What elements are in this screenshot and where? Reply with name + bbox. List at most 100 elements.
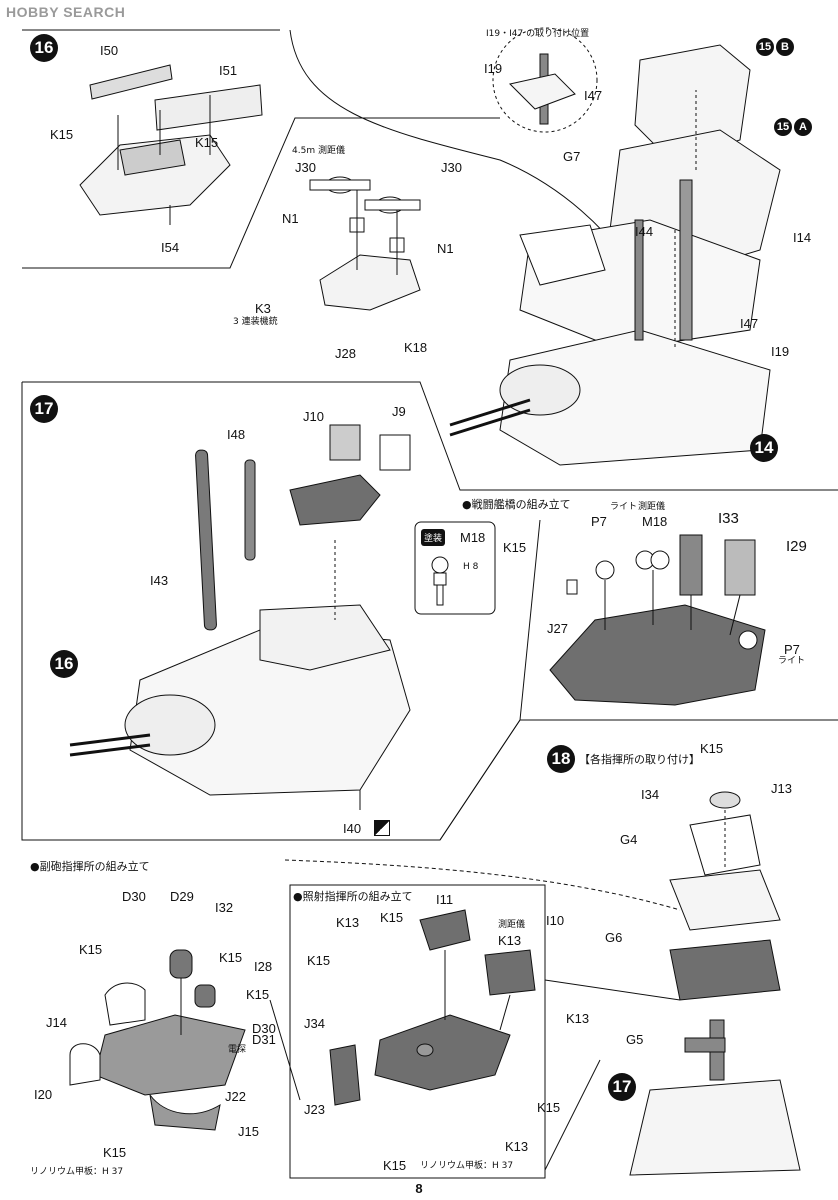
part-label: K18: [404, 340, 428, 355]
part-label: J23: [304, 1102, 325, 1117]
part-label: I54: [161, 240, 180, 255]
part-label: I48: [227, 427, 246, 442]
step-number-16: 16: [30, 34, 58, 62]
heading-searchlight-director: ●照射指揮所の組み立て: [293, 890, 413, 903]
part-label: J30: [295, 160, 316, 175]
step16-rangefinder-drawing: [309, 176, 421, 311]
part-label: J30: [441, 160, 462, 175]
part-label: I50: [100, 43, 119, 58]
part-label: K13: [498, 933, 522, 948]
part-label: N1: [437, 241, 454, 256]
part-label: D31: [252, 1032, 276, 1047]
part-label: J28: [335, 346, 356, 361]
step-15-badge: 15: [756, 38, 774, 56]
step-15b-badge: B: [776, 38, 794, 56]
paint-code: H 8: [463, 562, 479, 572]
part-label: D29: [170, 889, 194, 904]
secondary-director-drawing: [69, 949, 246, 1131]
inset-caption: I19・I47 の取り付け位置: [486, 29, 590, 39]
step-15-badge-2: 15: [774, 118, 792, 136]
part-label: I19: [484, 61, 503, 76]
part-label: I33: [718, 510, 739, 527]
note-triple-mg: 3 連装機銃: [233, 317, 278, 327]
step-number-17-ref: 17: [608, 1073, 636, 1101]
part-label: J22: [225, 1089, 246, 1104]
part-label: P7: [784, 642, 800, 657]
page-number: 8: [415, 1181, 423, 1196]
part-label: J15: [238, 1124, 259, 1139]
part-label: G6: [605, 930, 623, 945]
step-number-17: 17: [30, 395, 58, 423]
part-label: K15: [503, 540, 527, 555]
note-linoleum-1: リノリウム甲板：H 37: [30, 1167, 124, 1177]
searchlight-director-drawing: [329, 909, 536, 1106]
part-label: D30: [122, 889, 146, 904]
part-label: G4: [620, 832, 638, 847]
part-label: K15: [307, 953, 331, 968]
hull-assembly-drawing: [449, 44, 781, 466]
part-label: I47: [740, 316, 759, 331]
part-label: N1: [282, 211, 299, 226]
part-label: I10: [546, 913, 565, 928]
part-label: I19: [771, 344, 790, 359]
part-label: K13: [336, 915, 360, 930]
note-linoleum-2: リノリウム甲板：H 37: [420, 1161, 514, 1171]
part-label: I34: [641, 787, 660, 802]
part-label: G7: [563, 149, 581, 164]
part-label: I11: [436, 892, 454, 907]
step-number-18: 18: [547, 745, 575, 773]
part-label: J27: [547, 621, 568, 636]
paint-marker-icon: [374, 820, 390, 836]
part-label: K15: [79, 942, 103, 957]
note-rangefinder-2: 測距儀: [498, 920, 526, 930]
part-label: K15: [246, 987, 270, 1002]
step-15a-badge: A: [794, 118, 812, 136]
part-label: I44: [635, 224, 654, 239]
part-label: I28: [254, 959, 273, 974]
part-label: G5: [626, 1032, 644, 1047]
part-label: D30: [252, 1021, 276, 1036]
watermark-logo: HOBBY SEARCH: [6, 4, 126, 20]
part-label: J13: [771, 781, 792, 796]
part-label: K15: [195, 135, 219, 150]
part-label: K3: [255, 301, 271, 316]
heading-bridge-assembly: ●戦闘艦橋の組み立て: [462, 498, 571, 511]
bridge-assembly-drawing: [549, 534, 766, 706]
part-label: I43: [150, 573, 169, 588]
paint-badge: 塗装: [421, 529, 446, 546]
part-label: J9: [392, 404, 406, 419]
part-label: I47: [584, 88, 603, 103]
step-number-16-ref: 16: [50, 650, 78, 678]
note-light-1: ライト: [610, 502, 638, 512]
part-label: K13: [566, 1011, 590, 1026]
part-label: K15: [537, 1100, 561, 1115]
part-label: K15: [700, 741, 724, 756]
part-label: K15: [50, 127, 74, 142]
part-label: K15: [383, 1158, 407, 1173]
part-label: I51: [219, 63, 238, 78]
step18-assembly-drawing: [629, 791, 801, 1176]
note-light-2: ライト: [778, 656, 806, 666]
part-label: I32: [215, 900, 234, 915]
part-label: I40: [343, 821, 362, 836]
part-label: I20: [34, 1087, 53, 1102]
part-label: J34: [304, 1016, 325, 1031]
m18-rangefinder-icon: [431, 556, 449, 606]
part-label: M18: [642, 514, 668, 529]
part-label: K15: [380, 910, 404, 925]
part-label: J14: [46, 1015, 67, 1030]
part-label: K15: [219, 950, 243, 965]
part-label: I29: [786, 538, 807, 555]
part-label: J10: [303, 409, 324, 424]
part-label: K15: [103, 1145, 127, 1160]
step17-assembly-drawing: [69, 424, 411, 810]
part-label: K13: [505, 1139, 529, 1154]
inset-detail-drawing: [509, 53, 576, 125]
heading-director-mount: 【各指揮所の取り付け】: [579, 753, 700, 766]
part-label: I14: [793, 230, 812, 245]
note-rangefinder-1: 測距儀: [638, 502, 666, 512]
note-rangefinder-45: 4.5m 測距儀: [292, 146, 345, 156]
part-label: P7: [591, 514, 607, 529]
note-radar: 電探: [228, 1045, 247, 1055]
part-label: M18: [460, 530, 486, 545]
